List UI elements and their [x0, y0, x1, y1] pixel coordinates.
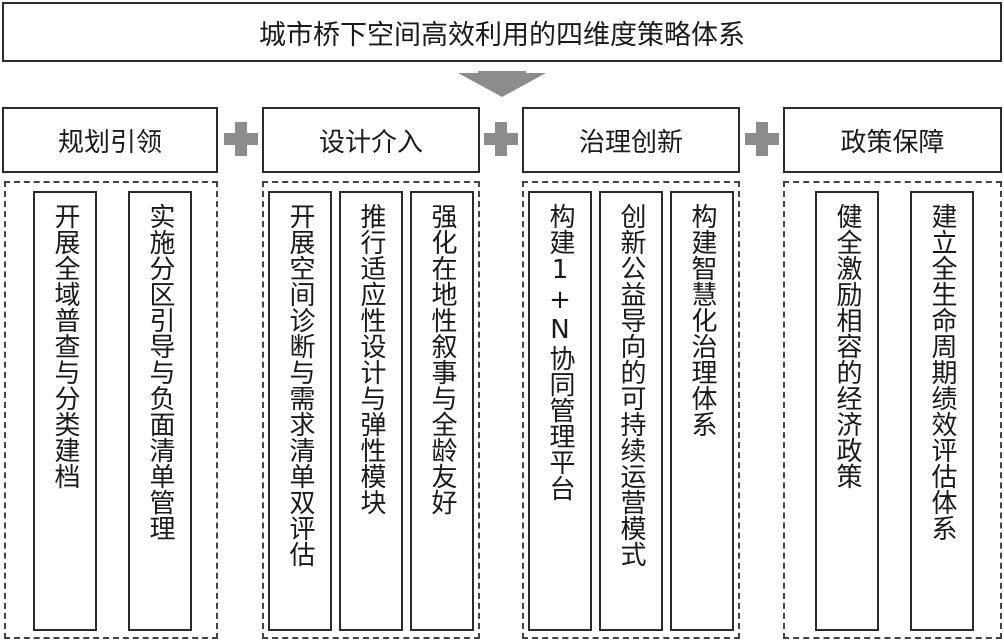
strategy-box: 开展空间诊断与需求清单双评估	[268, 191, 332, 631]
strategy-box: 构建1+N协同管理平台	[528, 191, 592, 631]
strategy-box: 开展全域普查与分类建档	[33, 191, 97, 631]
strategy-box: 建立全生命周期绩效评估体系	[910, 191, 974, 631]
strategy-box: 创新公益导向的可持续运营模式	[599, 191, 663, 631]
down-arrow-head	[458, 73, 546, 97]
diagram-title: 城市桥下空间高效利用的四维度策略体系	[2, 2, 1002, 62]
plus-icon	[745, 122, 779, 156]
strategy-group-design	[262, 181, 480, 639]
strategy-group-planning	[4, 181, 218, 639]
dimension-header-governance: 治理创新	[522, 107, 740, 173]
strategy-box: 健全激励相容的经济政策	[815, 191, 879, 631]
plus-icon	[224, 122, 258, 156]
strategy-box: 构建智慧化治理体系	[670, 191, 734, 631]
dimension-header-planning: 规划引领	[2, 107, 218, 173]
strategy-box: 实施分区引导与负面清单管理	[128, 191, 192, 631]
strategy-box: 推行适应性设计与弹性模块	[339, 191, 403, 631]
dimension-header-design: 设计介入	[262, 107, 480, 173]
strategy-box: 强化在地性叙事与全龄友好	[410, 191, 474, 631]
strategy-group-governance	[522, 181, 740, 639]
plus-icon	[484, 122, 518, 156]
dimension-header-policy: 政策保障	[783, 107, 1002, 173]
strategy-group-policy	[783, 181, 1002, 639]
